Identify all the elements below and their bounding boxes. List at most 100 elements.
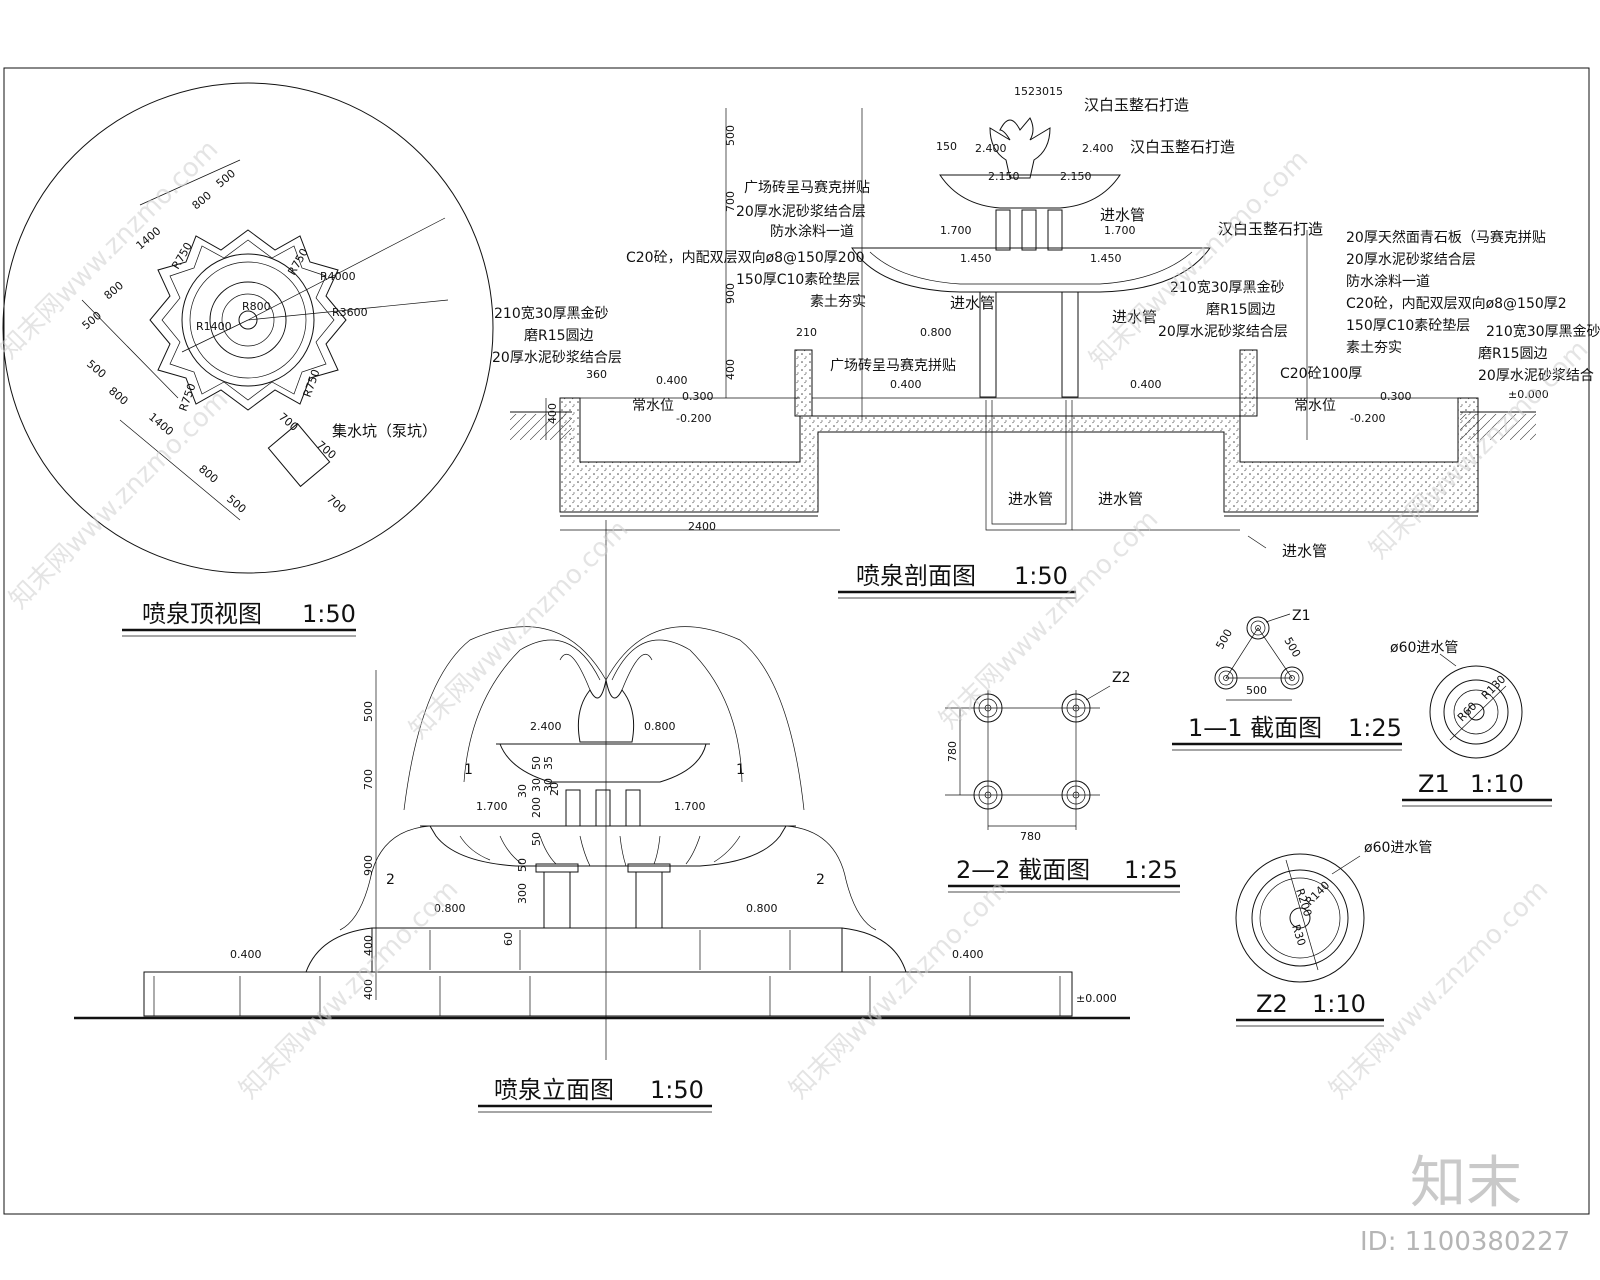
section-22-title: 2—2 截面图 [956, 856, 1090, 884]
z2-column [1251, 869, 1349, 967]
radius-label: R750 [301, 368, 323, 399]
section-11-scale: 1:25 [1348, 714, 1402, 742]
radius-line-r3600 [247, 299, 449, 321]
label-pipe: 进水管 [1008, 490, 1053, 508]
dim-label: 700 [314, 438, 338, 461]
small-dim: 50 [530, 756, 543, 770]
z1-outer [1429, 665, 1523, 759]
small-dim: 30 [516, 784, 529, 798]
small-dim: 300 [516, 883, 529, 904]
small-dim: 30 [542, 778, 555, 792]
z2-dim-line [1285, 859, 1319, 971]
z1-columns [1214, 616, 1304, 690]
radius-line-r4000 [247, 217, 446, 321]
right-rim-line: 210宽30厚黑金砂 [1170, 279, 1285, 296]
sump-pit [267, 422, 331, 488]
right-callout-line: C20砼，内配双层双向ø8@150厚2 [1346, 296, 1567, 312]
watermark-text: 知末网www.znzmo.com [4, 384, 235, 615]
level-label: 0.800 [920, 326, 952, 339]
ring-small [221, 293, 275, 347]
water-level-left: 常水位 [632, 398, 674, 414]
top-finial [989, 117, 1051, 179]
left-callout-line: 防水涂料一道 [770, 224, 854, 240]
cut-mark: 2 [816, 872, 825, 888]
section-11-title: 1—1 截面图 [1188, 714, 1322, 742]
dim-label: 500 [224, 492, 248, 515]
dim-label: 800 [102, 279, 126, 302]
cut-mark: 1 [464, 762, 473, 778]
top-view-scale: 1:50 [302, 600, 356, 628]
level-label: 2.150 [988, 170, 1020, 183]
level-label: -0.200 [676, 412, 711, 425]
level-label: 0.400 [230, 948, 262, 961]
left-rim-line: 20厚水泥砂浆结合层 [492, 350, 622, 366]
brand-logo: 知末 [1410, 1151, 1522, 1216]
h-dim: 210 [796, 326, 817, 339]
radius-label: R750 [169, 240, 195, 271]
level-label: ±0.000 [1076, 992, 1117, 1005]
z1-dim-line [1449, 685, 1507, 741]
ring-r1400 [181, 253, 315, 387]
dim-label: 500 [84, 357, 108, 380]
v-dim: 400 [546, 403, 559, 424]
level-label: 0.400 [1130, 378, 1162, 391]
v-dim: 700 [724, 191, 737, 212]
z2-dim: R30 [1289, 923, 1308, 948]
detail-z2: ø60进水管 R200 R140 R30 Z2 1:10 [1235, 840, 1432, 1027]
small-dim: 20 [548, 782, 561, 796]
mid-callout: 广场砖呈马赛克拼贴 [830, 358, 956, 374]
section-view: 1523015 汉白玉整石打造 汉白玉整石打造 汉白玉整石打造 进水管 进水管 … [492, 85, 1600, 599]
h-dim: 360 [586, 368, 607, 381]
detail-z1: ø60进水管 R130 R60 Z1 1:10 [1390, 640, 1552, 807]
dim-chain-left [81, 299, 179, 399]
v-dim: 500 [362, 701, 375, 722]
outer-pool-circle [2, 82, 494, 574]
small-dim: 200 [530, 797, 543, 818]
right-callout-line: 20厚天然面青石板（马赛克拼贴 [1346, 229, 1546, 246]
dim-label: 800 [196, 462, 220, 485]
column-cap [535, 863, 579, 873]
level-label: 2.400 [975, 142, 1007, 155]
level-label: ±0.000 [1508, 388, 1549, 401]
z1-title: Z1 [1418, 770, 1450, 798]
left-callout-line: 广场砖呈马赛克拼贴 [744, 180, 870, 196]
tag-leader [1085, 685, 1111, 701]
column [635, 871, 663, 929]
small-dim: 50 [516, 858, 529, 872]
small-dim: 50 [530, 832, 543, 846]
z1-hatch [1453, 689, 1499, 735]
left-rim-line: 210宽30厚黑金砂 [494, 305, 609, 322]
radius-line-r1400 [181, 319, 249, 353]
level-label: 1.450 [960, 252, 992, 265]
z1-scale: 1:10 [1470, 770, 1524, 798]
level-label: 0.800 [644, 720, 676, 733]
v-dim: 700 [362, 769, 375, 790]
radius-label: R800 [242, 300, 271, 313]
label-marble-3: 汉白玉整石打造 [1218, 220, 1323, 238]
lower-bowl [429, 825, 787, 867]
pipe-leader [1247, 535, 1267, 549]
v-dim: 400 [362, 935, 375, 956]
watermark-text: 知末网www.znzmo.com [234, 874, 465, 1105]
level-label: 1.700 [674, 800, 706, 813]
small-dim: 60 [502, 932, 515, 946]
dim-label: 700 [276, 410, 300, 433]
columns [979, 209, 1079, 398]
radius-label: R750 [285, 246, 311, 277]
section-view-scale: 1:50 [1014, 562, 1068, 590]
dim-label: 500 [80, 309, 104, 332]
watermark-text: 知末网www.znzmo.com [404, 514, 635, 745]
star-outline [149, 229, 347, 411]
elevation-view: 500 700 900 400 400 2.400 0.800 1.700 1.… [74, 520, 1130, 1113]
elevation-view-title: 喷泉立面图 [494, 1076, 614, 1104]
label-marble-2: 汉白玉整石打造 [1130, 138, 1235, 156]
dim-780-h: 780 [1020, 830, 1041, 843]
ring-inner [189, 261, 307, 379]
dim-chain-top [139, 159, 241, 206]
outer-curb [143, 971, 1073, 1017]
right-rim-line: 20厚水泥砂浆结合层 [1158, 324, 1288, 340]
right-callout-line: 防水涂料一道 [1346, 274, 1430, 290]
inner-wall [794, 349, 813, 417]
supply-pipe-inner [991, 400, 1067, 525]
